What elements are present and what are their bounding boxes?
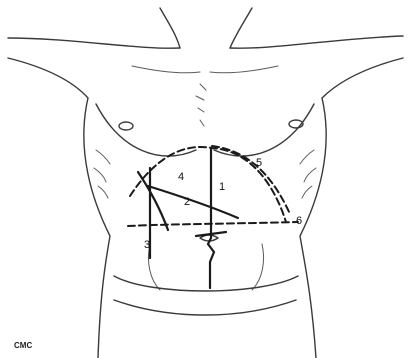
left-nipple bbox=[119, 122, 133, 130]
incision-1-midline bbox=[208, 148, 214, 288]
label-3: 3 bbox=[144, 239, 150, 251]
label-6: 6 bbox=[296, 215, 302, 227]
incision-lines bbox=[128, 146, 298, 288]
incision-6-transverse bbox=[128, 222, 298, 226]
label-5: 5 bbox=[256, 157, 262, 169]
label-2: 2 bbox=[184, 196, 190, 208]
incision-5-arch bbox=[130, 147, 286, 222]
incision-4-subcostal bbox=[138, 172, 168, 230]
torso-outline bbox=[8, 8, 403, 358]
credit-mark: CMC bbox=[14, 341, 32, 350]
label-1: 1 bbox=[219, 181, 225, 193]
label-4: 4 bbox=[178, 171, 184, 183]
